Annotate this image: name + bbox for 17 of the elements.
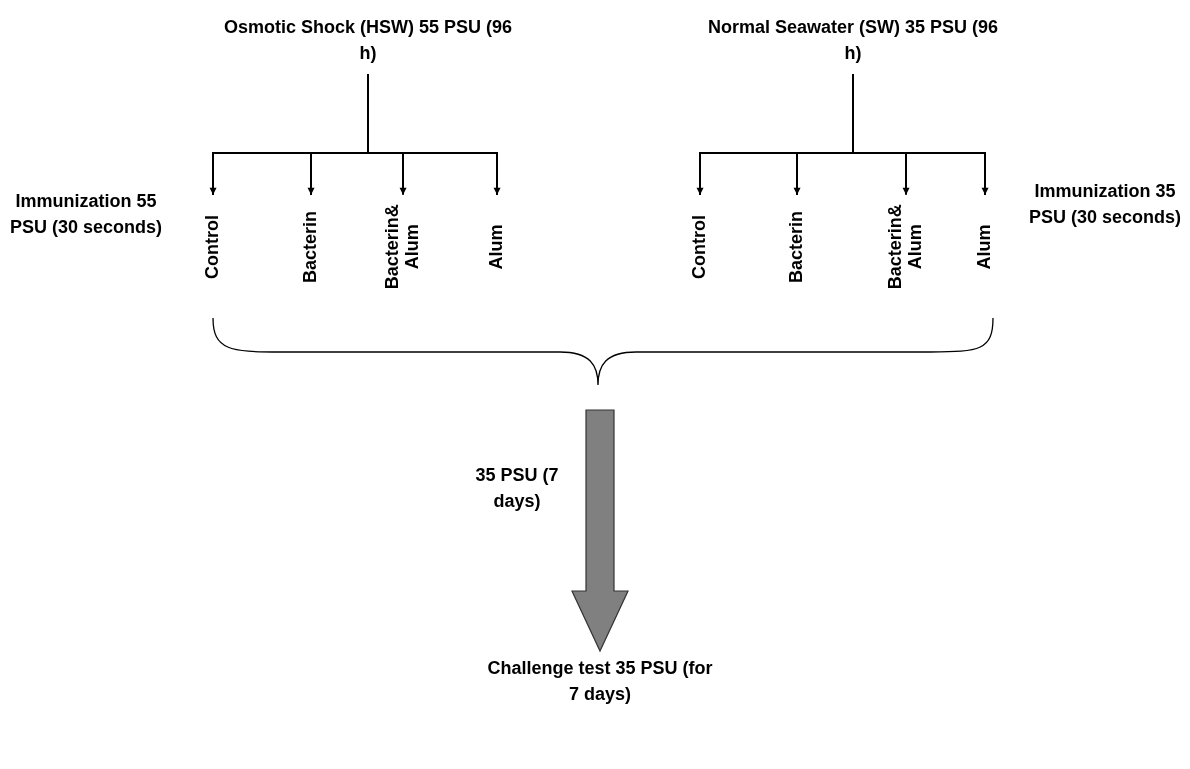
immunization-note: Immunization 35 PSU (30 seconds) — [1027, 180, 1183, 230]
branch-arrow — [367, 73, 501, 196]
edge-label: 35 PSU (7 days) — [474, 464, 560, 514]
group-label: Bacterin — [301, 196, 321, 297]
group-label: Control — [203, 196, 223, 297]
group-label: Alum — [975, 196, 995, 297]
group-label: Bacterin& Alum — [886, 196, 926, 297]
group-label: Bacterin& Alum — [383, 196, 423, 297]
group-label: Bacterin — [787, 196, 807, 297]
branch-arrow — [852, 73, 989, 196]
group-label: Control — [690, 196, 710, 297]
immunization-note: Immunization 55 PSU (30 seconds) — [8, 190, 164, 240]
stage-label: Osmotic Shock (HSW) 55 PSU (96 h) — [218, 14, 518, 67]
stage-label: Challenge test 35 PSU (for 7 days) — [480, 655, 720, 708]
block-arrow — [571, 409, 629, 653]
group-label: Alum — [487, 196, 507, 297]
stage-label: Normal Seawater (SW) 35 PSU (96 h) — [703, 14, 1003, 67]
